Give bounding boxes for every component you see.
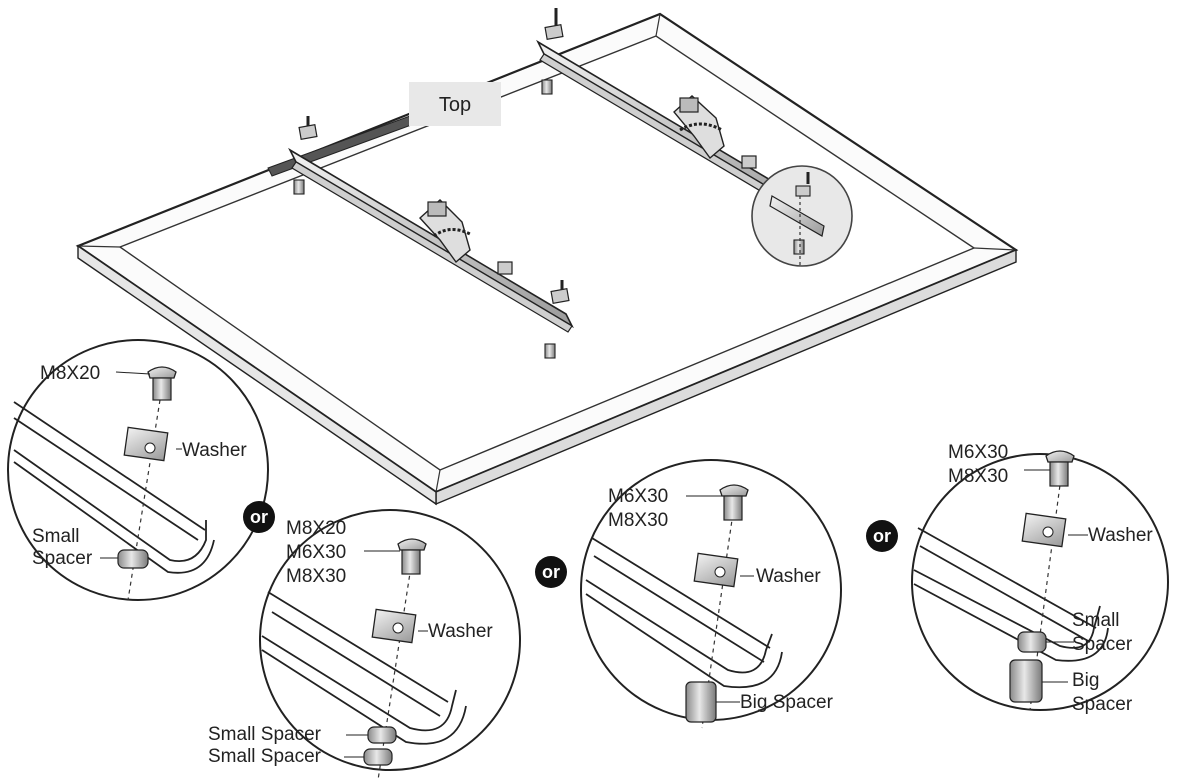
d2-screw-label-1: M8X20 — [286, 518, 346, 539]
highlight-circle — [751, 165, 853, 267]
d2-screw-label-3: M8X30 — [286, 566, 346, 587]
d2-spacer-label-2: Small Spacer — [208, 746, 322, 767]
detail-4: M6X30 M8X30 Washer Small Spacer Big Spac… — [911, 442, 1169, 715]
d3-washer-label: Washer — [756, 566, 821, 587]
d2-washer-label: Washer — [428, 621, 493, 642]
d4-screw-label-1: M6X30 — [948, 442, 1008, 463]
d3-spacer-label: Big Spacer — [740, 692, 834, 713]
tv-panel — [75, 12, 1019, 506]
detail-3: M6X30 M8X30 Washer Big Spacer — [580, 459, 842, 729]
detail-1: M8X20 Washer Small Spacer — [7, 339, 269, 601]
d4-screw-label-2: M8X30 — [948, 466, 1008, 487]
detail-2: M8X20 M6X30 M8X30 Washer Small Spacer Sm… — [208, 509, 521, 781]
d1-screw-label: M8X20 — [40, 363, 100, 384]
d4-big-spacer-label-1: Big — [1072, 670, 1099, 691]
or-badge-1: or — [243, 501, 275, 533]
d4-small-spacer-label-2: Spacer — [1072, 634, 1133, 655]
or-badge-3: or — [866, 520, 898, 552]
d3-screw-label-2: M8X30 — [608, 510, 668, 531]
d4-washer-label: Washer — [1088, 525, 1153, 546]
or-label-2: or — [542, 562, 560, 582]
bracket-left — [288, 116, 574, 359]
or-label-3: or — [873, 526, 891, 546]
or-label-1: or — [250, 507, 268, 527]
bracket-right — [536, 8, 822, 225]
d1-washer-label: Washer — [182, 440, 247, 461]
d1-spacer-label-1: Small — [32, 526, 80, 547]
top-label: Top — [439, 94, 471, 116]
d2-screw-label-2: M6X30 — [286, 542, 346, 563]
or-badge-2: or — [535, 556, 567, 588]
d4-big-spacer-label-2: Spacer — [1072, 694, 1133, 715]
d1-spacer-label-2: Spacer — [32, 548, 93, 569]
d4-small-spacer-label-1: Small — [1072, 610, 1120, 631]
d3-screw-label-1: M6X30 — [608, 486, 668, 507]
top-label-tag: Top — [409, 82, 501, 126]
d2-spacer-label-1: Small Spacer — [208, 724, 322, 745]
